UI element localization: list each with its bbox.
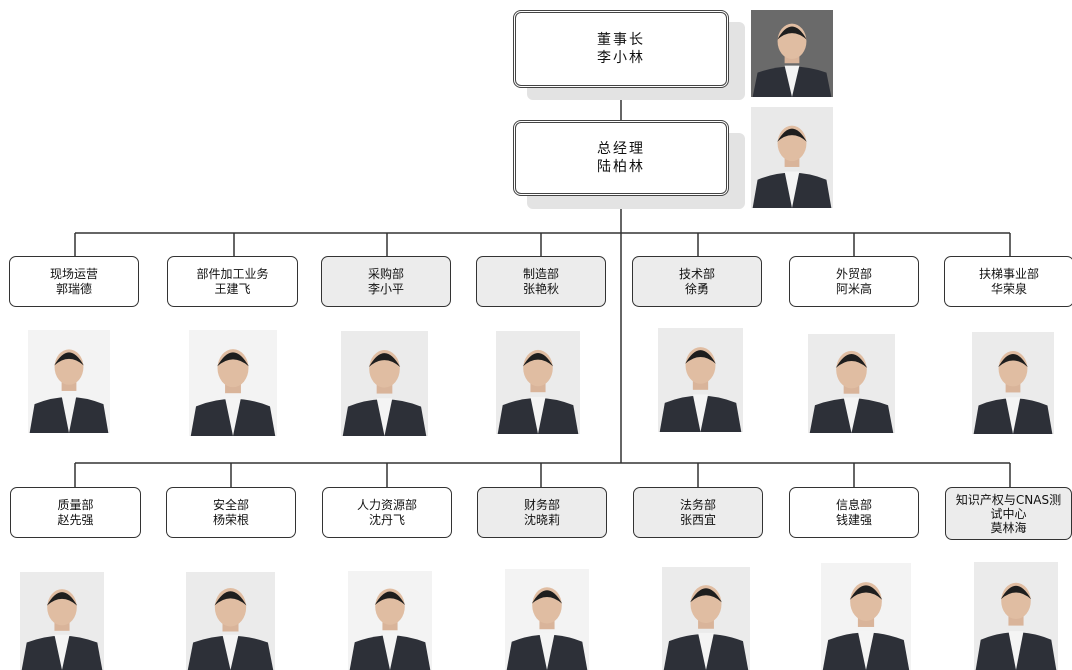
- portrait-silhouette-icon: [497, 349, 579, 434]
- dept-head-name: 沈丹飞: [368, 512, 405, 527]
- gm-title: 总经理: [597, 141, 645, 157]
- dept-title: 制造部: [522, 266, 559, 281]
- dept-box-technology: 技术部 徐勇: [632, 256, 762, 307]
- dept-head-name: 杨荣根: [212, 512, 249, 527]
- dept-head-name: 郭瑞德: [55, 281, 92, 296]
- dept-box-legal: 法务部 张西宜: [633, 487, 763, 538]
- dept-box-finance: 财务部 沈晓莉: [477, 487, 607, 538]
- dept-box-component-machining: 部件加工业务 王建飞: [167, 256, 298, 307]
- dept-title: 信息部: [835, 497, 872, 512]
- dept-head-photo: [821, 563, 911, 670]
- portrait-silhouette-icon: [349, 588, 431, 670]
- dept-title: 外贸部: [835, 266, 872, 281]
- portrait-silhouette-icon: [973, 351, 1053, 434]
- portrait-silhouette-icon: [752, 23, 832, 97]
- dept-title: 扶梯事业部: [978, 266, 1039, 281]
- dept-head-photo: [658, 328, 743, 432]
- portrait-silhouette-icon: [21, 589, 103, 670]
- dept-head-name: 沈晓莉: [523, 512, 560, 527]
- dept-head-name: 莫林海: [990, 520, 1027, 535]
- dept-title: 部件加工业务: [196, 266, 269, 281]
- dept-box-onsite-operations: 现场运营 郭瑞德: [9, 256, 139, 307]
- dept-title: 法务部: [679, 497, 716, 512]
- dept-title: 现场运营: [49, 266, 98, 281]
- dept-head-name: 华荣泉: [990, 281, 1027, 296]
- dept-title: 质量部: [57, 497, 94, 512]
- dept-head-photo: [186, 572, 275, 670]
- portrait-silhouette-icon: [975, 582, 1057, 670]
- dept-box-manufacturing: 制造部 张艳秋: [476, 256, 606, 307]
- chairman-title: 董事长: [597, 32, 645, 48]
- chairman-box: 董事长 李小林: [513, 10, 729, 88]
- dept-title: 人力资源部: [356, 497, 417, 512]
- dept-box-information: 信息部 钱建强: [789, 487, 919, 538]
- dept-title: 技术部: [678, 266, 715, 281]
- dept-title: 安全部: [212, 497, 249, 512]
- gm-photo: [751, 107, 833, 208]
- dept-head-photo: [808, 334, 895, 433]
- dept-head-photo: [496, 331, 580, 434]
- dept-box-escalator-division: 扶梯事业部 华荣泉: [944, 256, 1072, 307]
- gm-name: 陆柏林: [597, 159, 645, 175]
- portrait-silhouette-icon: [663, 585, 749, 670]
- portrait-silhouette-icon: [29, 349, 109, 433]
- dept-head-photo: [505, 569, 589, 670]
- dept-head-name: 李小平: [367, 281, 404, 296]
- dept-box-purchasing: 采购部 李小平: [321, 256, 451, 307]
- dept-box-safety: 安全部 杨荣根: [166, 487, 296, 538]
- dept-head-name: 赵先强: [57, 512, 94, 527]
- dept-head-name: 王建飞: [214, 281, 251, 296]
- dept-head-photo: [972, 332, 1054, 434]
- dept-head-photo: [20, 572, 104, 670]
- dept-head-photo: [974, 562, 1058, 670]
- dept-title: 采购部: [367, 266, 404, 281]
- dept-head-name: 张艳秋: [522, 281, 559, 296]
- dept-head-photo: [341, 331, 428, 436]
- dept-box-ip-cnas-center: 知识产权与CNAS测试中心 莫林海: [945, 487, 1072, 540]
- dept-head-photo: [28, 330, 110, 433]
- dept-head-name: 张西宜: [679, 512, 716, 527]
- dept-title: 财务部: [523, 497, 560, 512]
- portrait-silhouette-icon: [822, 582, 910, 670]
- portrait-silhouette-icon: [190, 349, 276, 436]
- chairman-name: 李小林: [597, 50, 645, 66]
- portrait-silhouette-icon: [342, 350, 427, 436]
- gm-box: 总经理 陆柏林: [513, 120, 729, 196]
- dept-head-photo: [189, 330, 277, 436]
- dept-head-photo: [348, 571, 432, 670]
- dept-box-foreign-trade: 外贸部 阿米高: [789, 256, 919, 307]
- dept-box-human-resources: 人力资源部 沈丹飞: [322, 487, 452, 538]
- dept-head-name: 钱建强: [835, 512, 872, 527]
- portrait-silhouette-icon: [809, 350, 894, 433]
- dept-head-name: 徐勇: [684, 281, 709, 296]
- chairman-photo: [751, 10, 833, 97]
- portrait-silhouette-icon: [659, 347, 742, 432]
- portrait-silhouette-icon: [187, 588, 274, 670]
- dept-box-quality: 质量部 赵先强: [10, 487, 141, 538]
- dept-head-photo: [662, 567, 750, 670]
- portrait-silhouette-icon: [752, 125, 832, 208]
- dept-title: 知识产权与CNAS测试中心: [955, 492, 1062, 521]
- portrait-silhouette-icon: [506, 587, 588, 670]
- dept-head-name: 阿米高: [835, 281, 872, 296]
